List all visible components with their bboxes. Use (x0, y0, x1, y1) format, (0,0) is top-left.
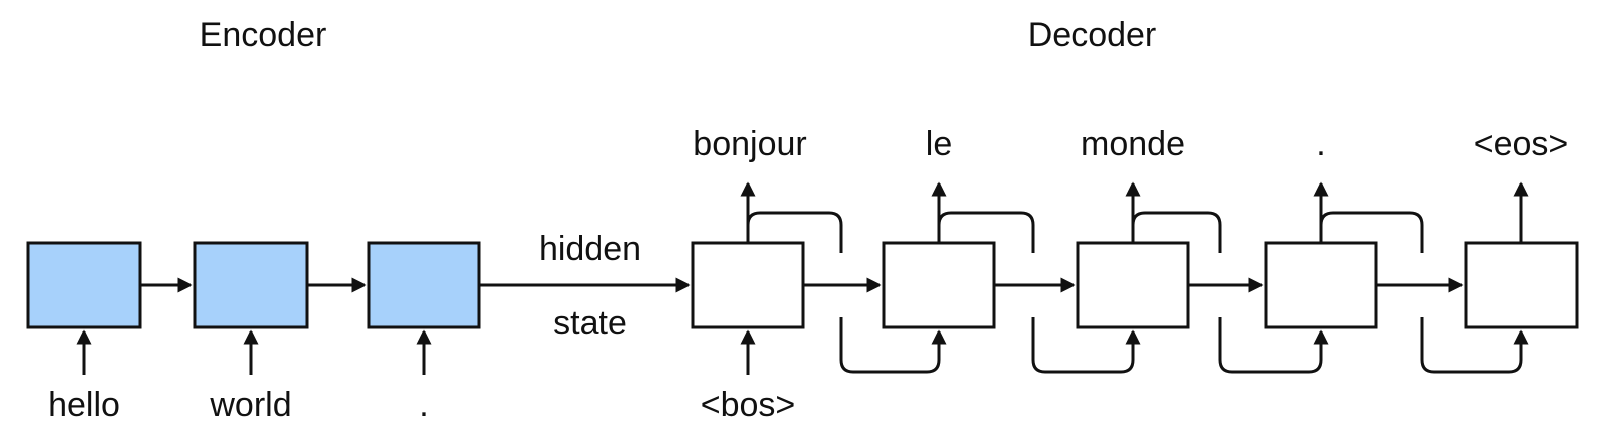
encoder-cell-2 (193, 241, 309, 329)
encoder-title: Encoder (200, 16, 327, 54)
encoder-input-world: world (209, 386, 291, 424)
decoder-output-le: le (926, 125, 952, 163)
decoder-output-bonjour: bonjour (693, 125, 806, 163)
feedback-loop-2 (937, 211, 1133, 374)
decoder-cell-3 (1076, 241, 1190, 329)
hidden-state-label-line2: state (553, 304, 627, 342)
encoder-input-hello: hello (48, 386, 120, 424)
decoder-start-token: <bos> (701, 386, 796, 424)
encoder-input-period: . (419, 386, 428, 424)
feedback-loop-4 (1319, 211, 1521, 374)
decoder-output-eos: <eos> (1474, 125, 1569, 163)
hidden-state-label-line1: hidden (539, 230, 641, 268)
decoder-output-monde: monde (1081, 125, 1185, 163)
decoder-title: Decoder (1028, 16, 1157, 54)
decoder-cell-4 (1264, 241, 1378, 329)
feedback-loop-3 (1131, 211, 1321, 374)
encoder-cell-3 (367, 241, 481, 329)
decoder-cell-1 (691, 241, 805, 329)
decoder-cell-2 (882, 241, 996, 329)
decoder-output-period: . (1316, 125, 1325, 163)
decoder-cell-5 (1464, 241, 1579, 329)
encoder-cell-1 (26, 241, 142, 329)
feedback-loop-1 (746, 211, 939, 374)
